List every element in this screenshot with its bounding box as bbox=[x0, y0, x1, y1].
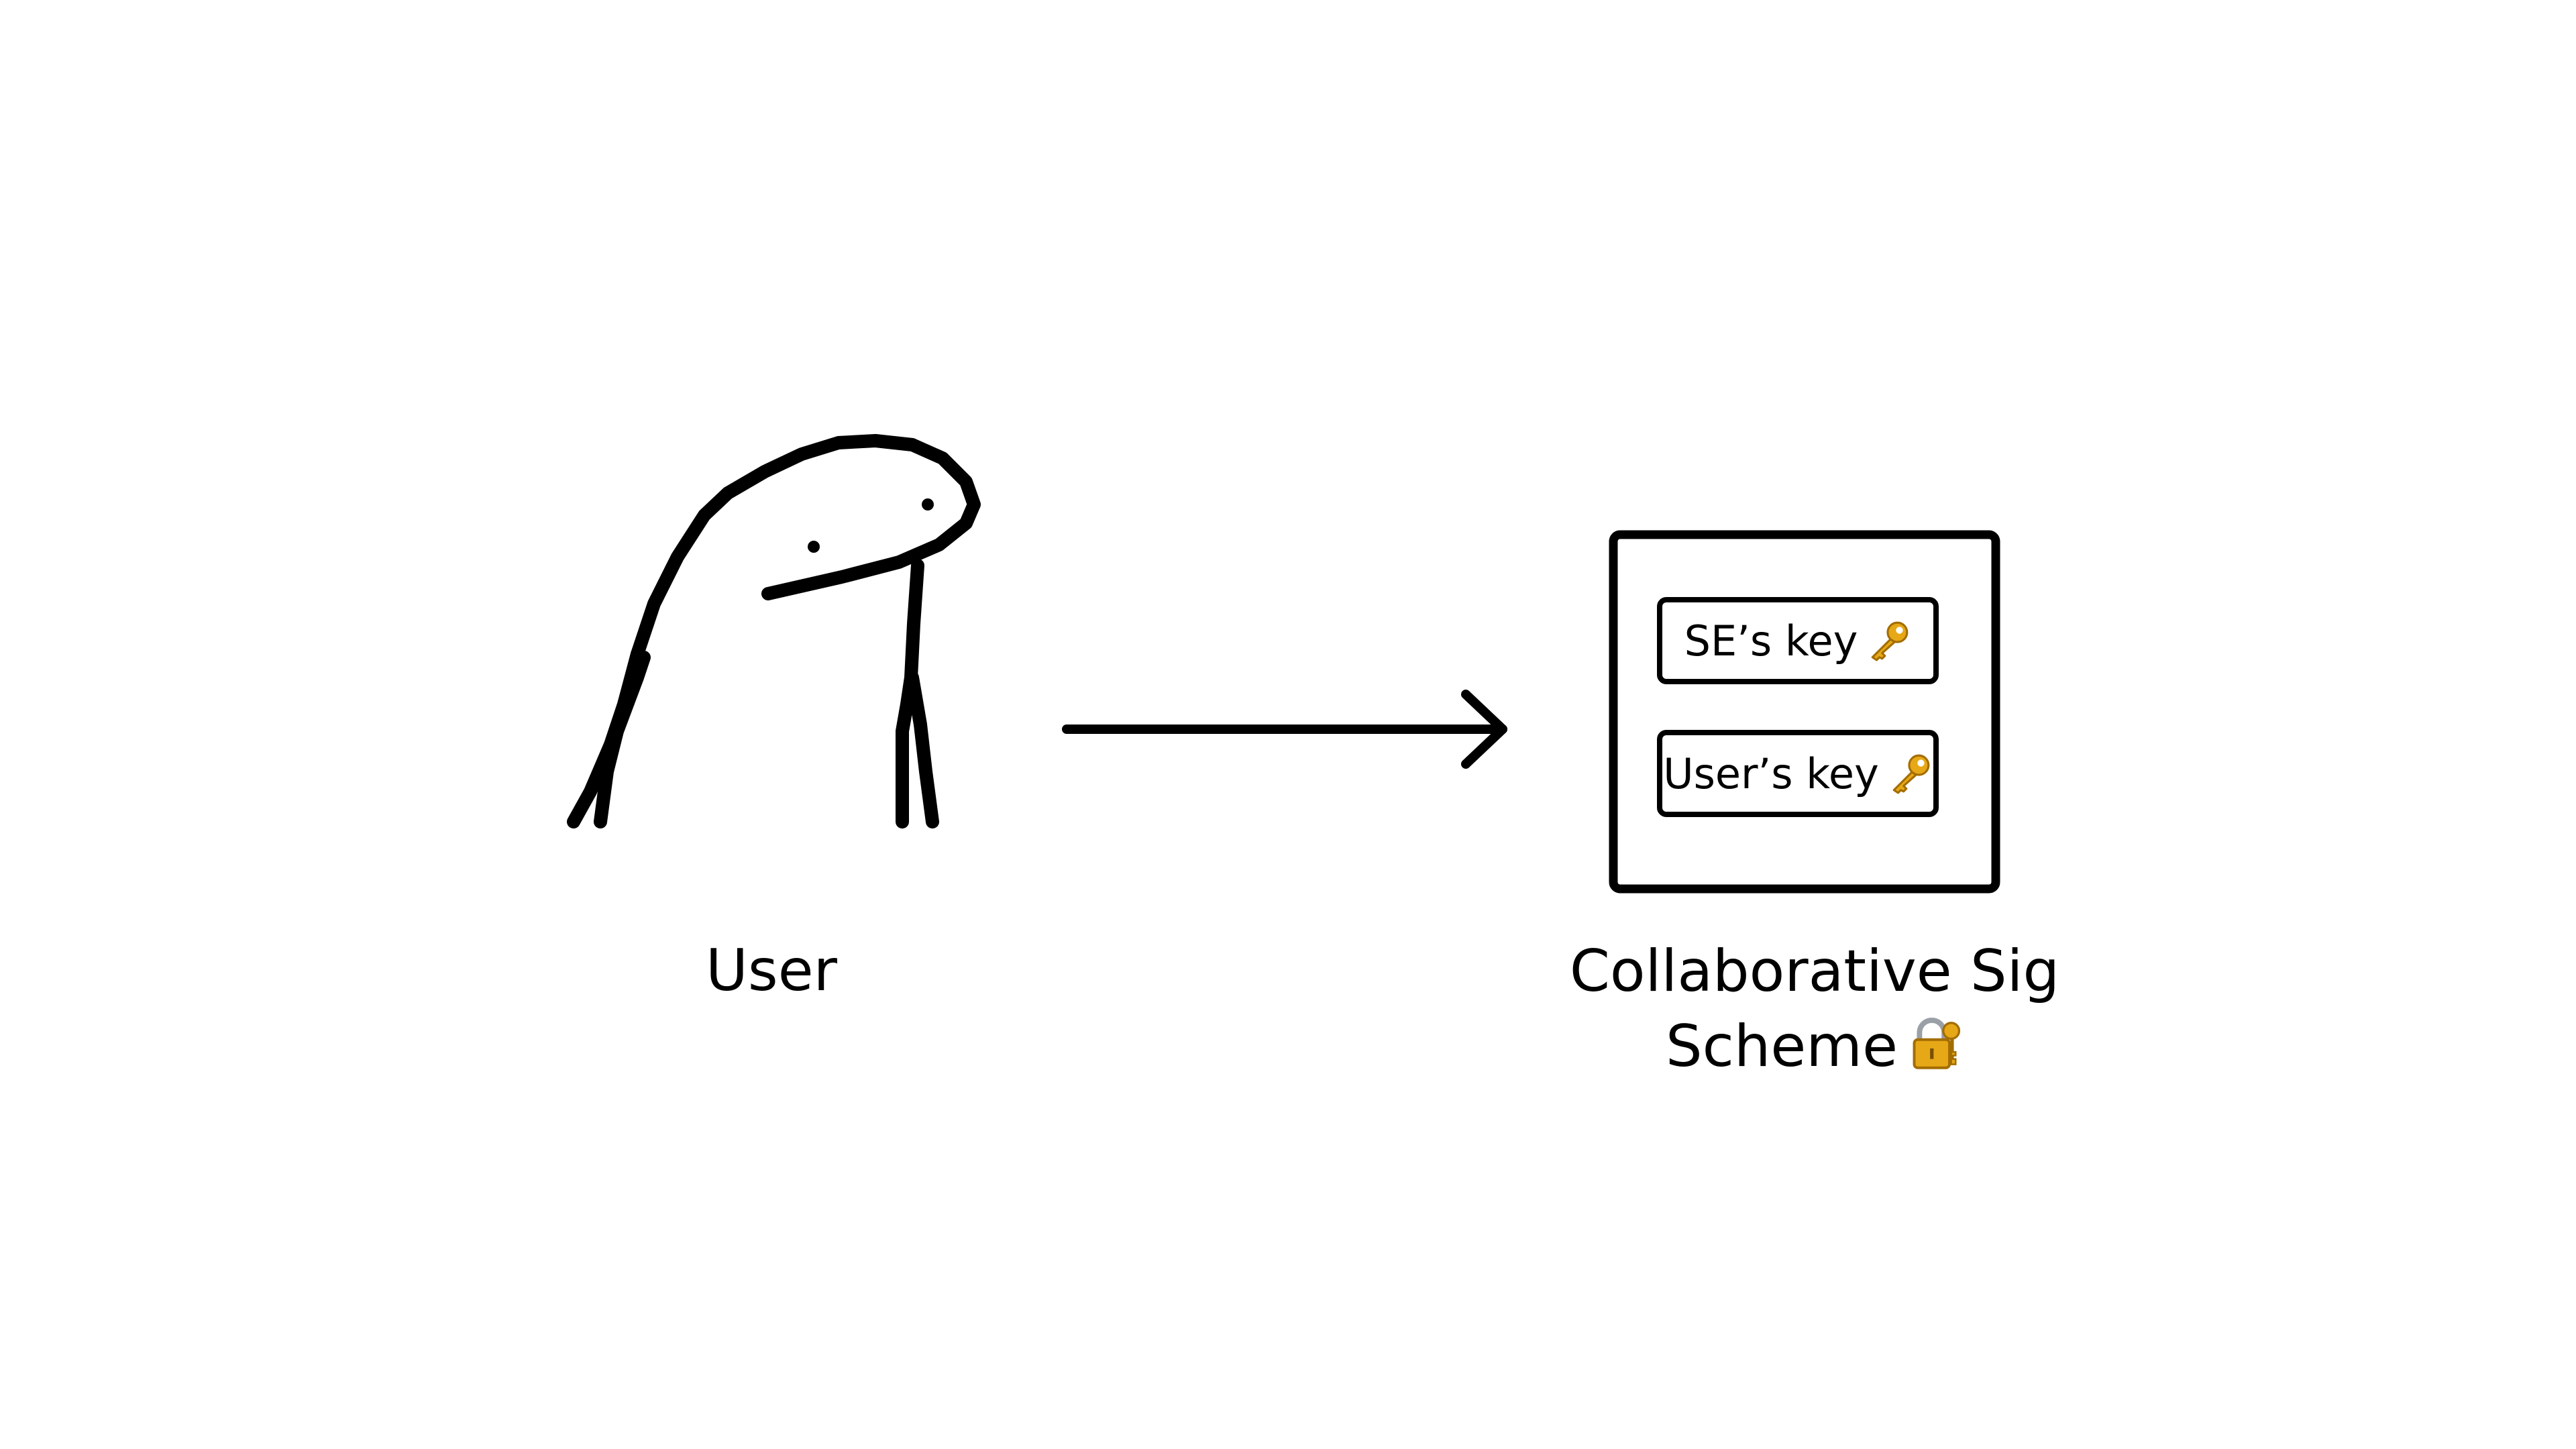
user-key-label: User’s key bbox=[1663, 749, 1879, 798]
se-key-label: SE’s key bbox=[1684, 616, 1858, 665]
scheme-label-line2: Scheme bbox=[1666, 1013, 1898, 1080]
user-eye-right-icon bbox=[922, 498, 934, 511]
lock-with-key-icon bbox=[1913, 1018, 1961, 1069]
user-figure bbox=[567, 434, 981, 828]
key-icon bbox=[1892, 754, 1930, 794]
user-key-box: User’s key bbox=[1657, 730, 1939, 817]
user-label: User bbox=[705, 937, 838, 1004]
key-icon bbox=[1872, 621, 1909, 661]
flow-arrow bbox=[1062, 690, 1507, 769]
scheme-label-line1: Collaborative Sig bbox=[1569, 938, 2060, 1005]
scheme-label: Collaborative Sig Scheme bbox=[1529, 934, 2100, 1084]
scheme-label-line2-wrap: Scheme bbox=[1529, 1009, 2100, 1084]
scheme-container bbox=[1609, 530, 2000, 894]
se-key-box: SE’s key bbox=[1657, 597, 1939, 684]
user-eye-left-icon bbox=[808, 541, 820, 553]
